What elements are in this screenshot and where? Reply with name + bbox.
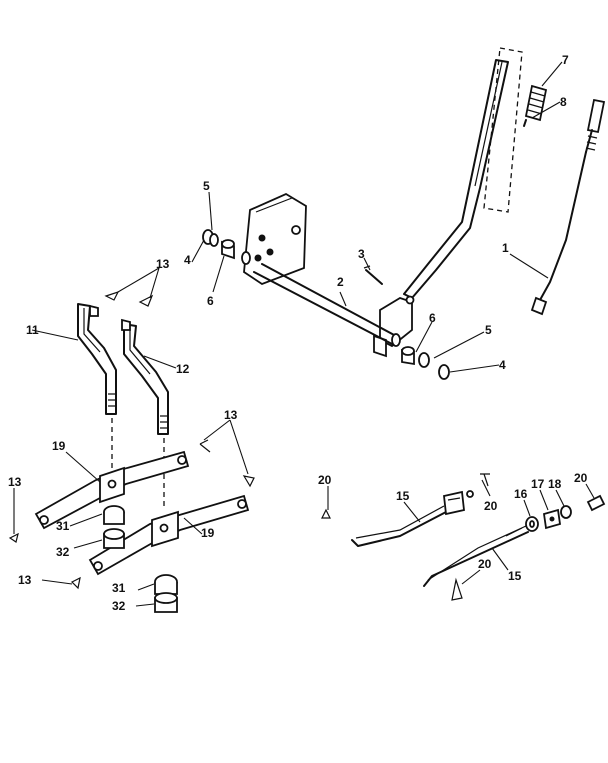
link-rod-upper <box>351 490 474 547</box>
callout-31: 31 <box>56 519 70 533</box>
callout-6: 6 <box>429 311 436 325</box>
callout-20: 20 <box>478 557 492 571</box>
callout-7: 7 <box>562 53 569 67</box>
callout-5: 5 <box>203 179 210 193</box>
callout-16: 16 <box>514 487 528 501</box>
cotter-pins <box>321 473 606 601</box>
leader-lines <box>13 61 595 607</box>
nut-18 <box>560 505 572 519</box>
callout-17: 17 <box>531 477 545 491</box>
bushing-32-upper <box>103 528 125 549</box>
callout-20: 20 <box>574 471 588 485</box>
callout-20: 20 <box>318 473 332 487</box>
callout-13: 13 <box>8 475 22 489</box>
callout-13: 13 <box>18 573 32 587</box>
callout-15: 15 <box>508 569 522 583</box>
callout-32: 32 <box>112 599 126 613</box>
callout-18: 18 <box>548 477 562 491</box>
lift-lever-assembly <box>373 47 523 358</box>
callout-15: 15 <box>396 489 410 503</box>
bushing-31-lower <box>154 574 178 595</box>
callout-20: 20 <box>484 499 498 513</box>
lift-link-12 <box>121 318 169 435</box>
callout-13: 13 <box>156 257 170 271</box>
callout-13: 13 <box>224 408 238 422</box>
lift-arm-upper <box>34 450 190 530</box>
callout-6: 6 <box>207 294 214 308</box>
callout-3: 3 <box>358 247 365 261</box>
bushing-31-upper <box>103 505 125 525</box>
nut-16 <box>525 516 539 532</box>
callout-8: 8 <box>560 95 567 109</box>
spring <box>523 84 548 127</box>
callout-4: 4 <box>184 253 191 267</box>
pin <box>363 265 383 285</box>
hairpin-clips-upper <box>104 290 154 307</box>
callout-2: 2 <box>337 275 344 289</box>
cross-shaft <box>253 263 401 347</box>
bushing-set-lower <box>401 346 450 380</box>
lift-arm-lower <box>88 494 250 576</box>
callout-32: 32 <box>56 545 70 559</box>
callout-11: 11 <box>26 323 39 337</box>
callout-19: 19 <box>52 439 66 453</box>
callout-5: 5 <box>485 323 492 337</box>
handle-rod <box>530 98 606 316</box>
callout-31: 31 <box>112 581 126 595</box>
hairpin-clips-lower <box>8 439 255 590</box>
bushing-32-lower <box>154 592 178 613</box>
callout-12: 12 <box>176 362 190 376</box>
callout-4: 4 <box>499 358 506 372</box>
callout-labels: 7 8 5 3 1 4 6 2 13 11 12 6 5 4 13 19 13 … <box>8 53 588 613</box>
bushing-set-upper <box>202 229 251 265</box>
lift-link-11 <box>77 303 117 415</box>
ferrule-17 <box>542 508 562 530</box>
mounting-plate <box>243 192 307 286</box>
link-rod-lower <box>423 525 529 587</box>
callout-19: 19 <box>201 526 215 540</box>
callout-1: 1 <box>502 241 509 255</box>
